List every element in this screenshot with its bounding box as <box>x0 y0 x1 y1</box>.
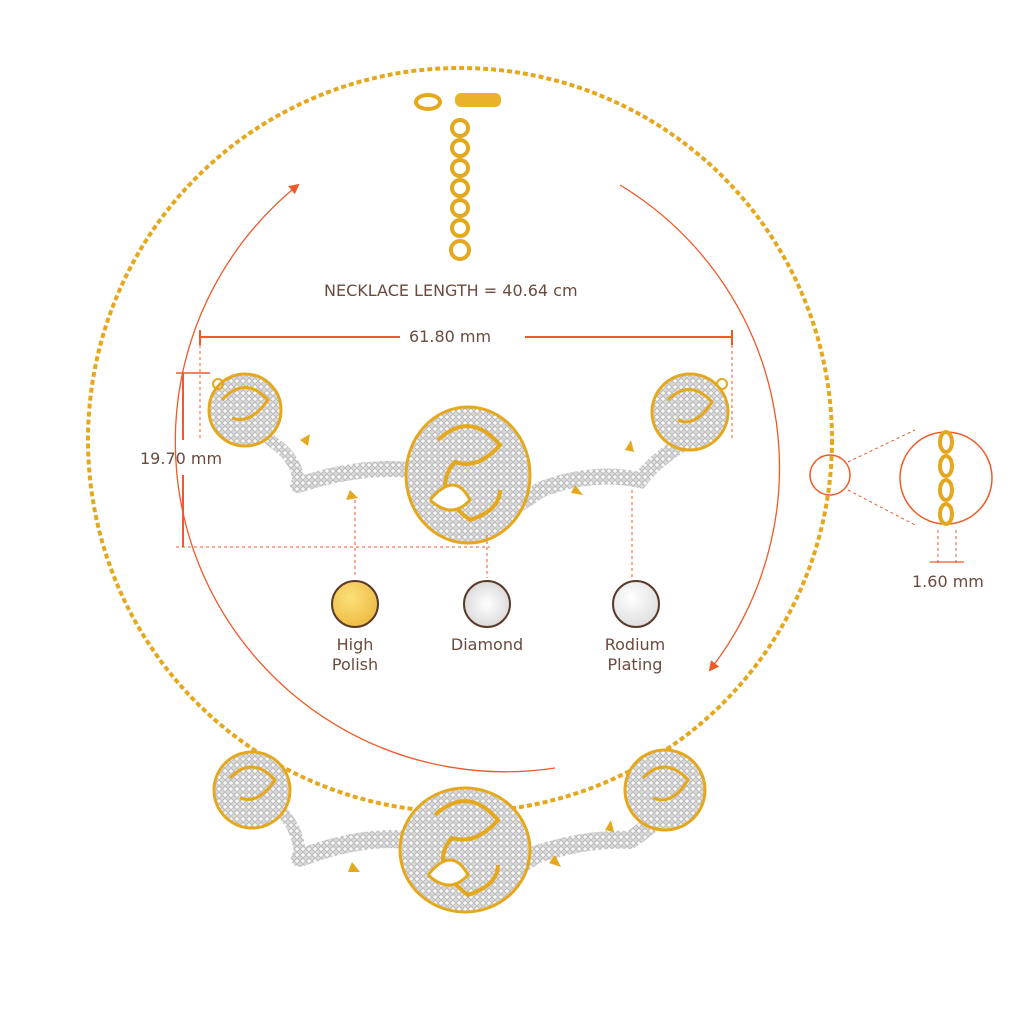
rodium-plating-label-line2: Plating <box>607 655 663 674</box>
high-polish-label-line2: Polish <box>331 655 379 674</box>
pendant-front-image <box>212 748 707 914</box>
pendant-detail-image <box>207 372 730 545</box>
rodium-plating-swatch <box>612 580 660 628</box>
chain-thickness-label: 1.60 mm <box>912 572 984 591</box>
necklace-length-label: NECKLACE LENGTH = 40.64 cm <box>324 281 578 300</box>
high-polish-label-line1: High <box>336 635 374 654</box>
high-polish-swatch <box>331 580 379 628</box>
clasp-extender-image <box>414 93 501 261</box>
height-dimension-label: 19.70 mm <box>140 449 223 468</box>
rodium-plating-label-line1: Rodium <box>604 635 666 654</box>
chain-zoom-lens <box>809 429 993 565</box>
width-dimension-label: 61.80 mm <box>409 327 492 346</box>
diamond-label: Diamond <box>450 635 524 654</box>
length-arc-right <box>619 184 781 672</box>
diamond-swatch <box>463 580 511 628</box>
length-arc-left <box>174 183 556 773</box>
